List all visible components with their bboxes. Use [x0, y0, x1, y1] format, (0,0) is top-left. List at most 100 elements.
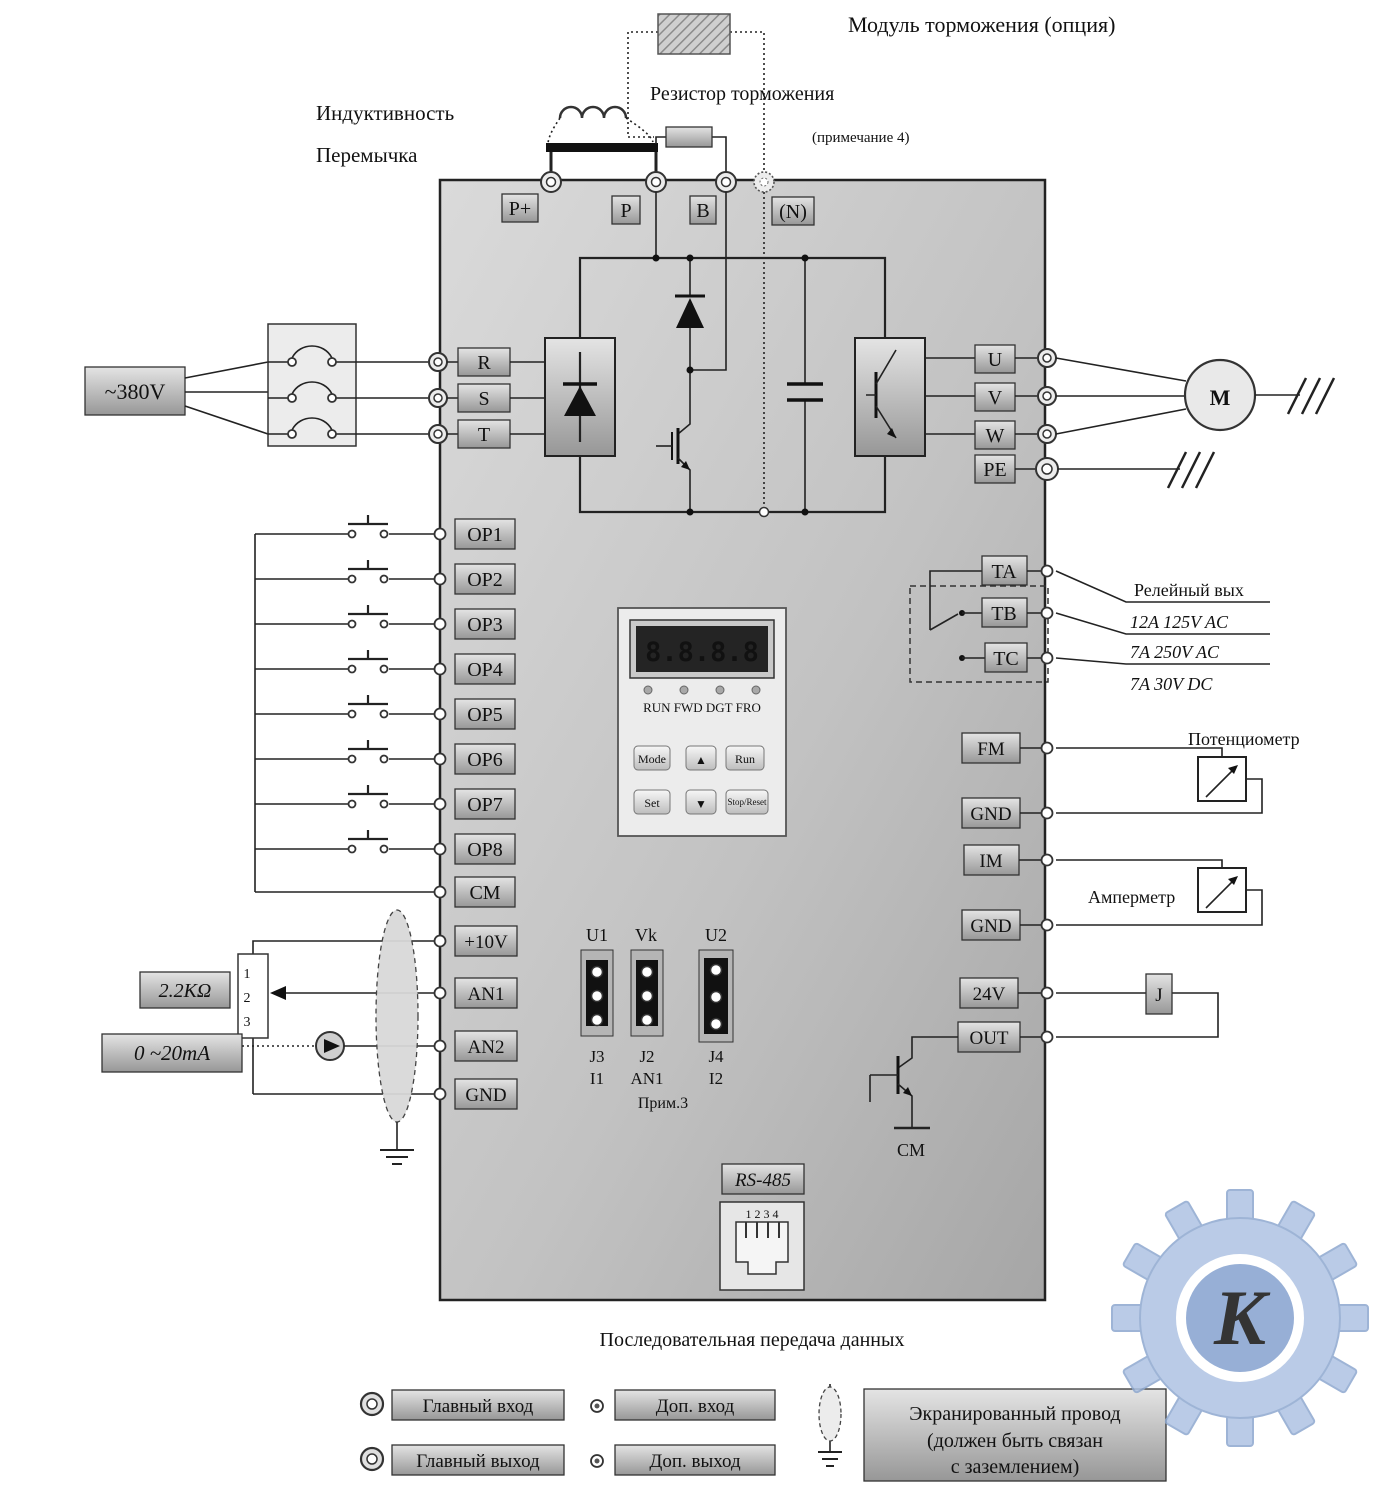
mode-button [633, 745, 671, 771]
label-box-fm [961, 732, 1021, 764]
an1-arrow [270, 986, 286, 1000]
inverter-igbt-arrow [887, 428, 896, 438]
supply-label: ~380V [105, 379, 166, 404]
label-box-im [963, 844, 1020, 876]
shield-ground-icon [380, 1149, 414, 1165]
relay-rating-1: 12A 125V AC [1130, 612, 1229, 632]
led-dgt [715, 685, 725, 695]
caption-note4: (примечание 4) [812, 130, 910, 146]
label-box-t [457, 419, 511, 449]
label-box-op8 [454, 833, 516, 865]
oc-collector [897, 1036, 958, 1069]
legend-main-terminal-icon-inner [366, 1453, 378, 1465]
motor-ground-icon [1286, 377, 1336, 415]
up-button [685, 745, 717, 771]
di-row-op8: OP8 [255, 830, 516, 865]
jumper-an1-label: AN1 [630, 1069, 663, 1088]
breaker-to-terminal-wires [356, 361, 428, 435]
breaker-box [267, 323, 357, 447]
relay-caption: Релейный вых [1134, 580, 1244, 600]
potentiometer-meter-icon [1197, 756, 1247, 802]
terminal-pplus-inner [545, 176, 557, 188]
igbt-collector [677, 370, 691, 435]
resistor-lead-left [655, 136, 666, 144]
relay-contact-wires [962, 612, 985, 659]
label-box-op6 [454, 743, 516, 775]
current-loop-box [101, 1033, 243, 1073]
pot-pin-3: 3 [244, 1015, 251, 1030]
ammeter-needle [1205, 879, 1235, 909]
terminal-gnd2 [1040, 918, 1054, 932]
keypad-panel: 8.8.8.8 RUN FWD DGT FRO Mode ▲ Run Set ▼… [617, 607, 787, 837]
down-button [685, 789, 717, 815]
di-row-cm: CM [255, 876, 516, 908]
display-screen [636, 626, 768, 672]
legend-main-output-box [391, 1444, 565, 1476]
oc-base [869, 1074, 898, 1102]
pot-pin-2: 2 [244, 991, 251, 1006]
braking-resistor-box [665, 126, 713, 148]
terminal-ta [1040, 564, 1054, 578]
breaker-poles [268, 345, 356, 439]
brake-module-box [657, 13, 731, 55]
node [801, 254, 809, 262]
do-stubs [1018, 992, 1041, 1038]
led-fro [751, 685, 761, 695]
label-op3: OP3 [467, 614, 503, 636]
rs485-pins-label: 1 2 3 4 [746, 1207, 779, 1221]
terminal-op3 [433, 617, 447, 631]
label-box-an2 [454, 1030, 518, 1062]
label-box-tb [981, 597, 1028, 628]
supply-wires [184, 361, 269, 435]
label-an1: AN1 [468, 984, 505, 1005]
relay-stubs [1027, 570, 1041, 659]
jumper-j3-pin [590, 965, 604, 979]
label-box-pe [974, 454, 1016, 484]
node [686, 254, 694, 262]
comm-section: RS-485 1 2 3 4 Последовательная передача… [600, 1163, 904, 1351]
terminal-op7 [433, 797, 447, 811]
potentiometer-caption: Потенциометр [1188, 729, 1300, 749]
pot-value-label: 2.2KΩ [159, 980, 212, 1002]
ammeter-caption: Амперметр [1088, 887, 1175, 907]
jumper-j4-pin [709, 963, 723, 977]
label-box-gnd2 [961, 909, 1021, 941]
terminal-op4 [433, 662, 447, 676]
caption-braking-module: Модуль торможения (опция) [848, 12, 1115, 37]
label-box-n [771, 196, 815, 226]
node [686, 508, 694, 516]
di-row-op5: OP5 [255, 695, 516, 730]
node [686, 366, 694, 374]
set-button-label: Set [644, 796, 660, 810]
supply-box [84, 366, 186, 416]
caption-inductance: Индуктивность [316, 101, 454, 125]
dc-choke-coil [558, 105, 628, 119]
relay-dashed-box [909, 585, 1049, 683]
stop-reset-button [725, 789, 769, 815]
led-labels: RUN FWD DGT FRO [643, 700, 761, 715]
legend-aux-input-label: Доп. вход [656, 1396, 735, 1417]
n-optional-node [758, 506, 770, 518]
legend-aux-output-label: Доп. выход [649, 1451, 741, 1472]
label-u: U [988, 349, 1003, 371]
node [801, 508, 809, 516]
relay-rating-rules [1055, 570, 1270, 665]
label-b: B [696, 200, 709, 222]
di-row-op2: OP2 [255, 560, 516, 595]
terminal-p-inner [650, 176, 662, 188]
rs485-label-box [721, 1163, 805, 1195]
terminal-t-inner [433, 429, 443, 439]
brake-section [546, 13, 765, 512]
label-box-op3 [454, 608, 516, 640]
label-gnd1: GND [970, 804, 1011, 825]
rj-jack-outline [735, 1221, 789, 1275]
dc-bus-top [578, 256, 887, 338]
di-row-op6: OP6 [255, 740, 516, 775]
label-box-24v [959, 977, 1019, 1009]
led-fwd [679, 685, 689, 695]
legend-aux-input-box [614, 1389, 776, 1421]
label-box-an1 [454, 977, 518, 1009]
terminal-u-inner [1042, 353, 1052, 363]
label-tb: TB [991, 603, 1017, 625]
